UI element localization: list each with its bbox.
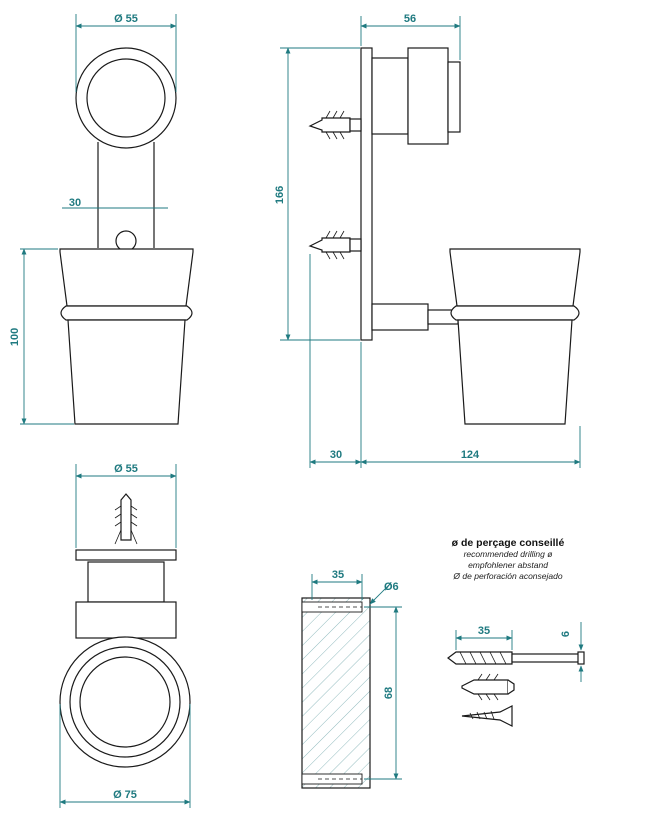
top-view-cup-inner xyxy=(79,656,171,748)
dim-height: 166 xyxy=(274,186,286,204)
wall-plug-lower xyxy=(308,230,362,260)
wall-plug-upper xyxy=(308,110,362,140)
side-cup-lower xyxy=(457,319,573,425)
top-view-plug xyxy=(114,493,138,545)
dim-wall-offset: 30 xyxy=(330,449,342,461)
top-view-cup-outer xyxy=(59,636,191,768)
dim-hole-diameter: Ø6 xyxy=(384,581,399,593)
cup-upper xyxy=(59,248,194,307)
dim-cup-height: 100 xyxy=(9,328,21,346)
dim-hole-spacing: 68 xyxy=(383,687,395,699)
dim-ring-diameter: Ø 55 xyxy=(114,13,138,25)
wall-block xyxy=(301,597,371,789)
dim-arm-width: 30 xyxy=(69,197,81,209)
ring-inner xyxy=(86,58,166,138)
dim-projection: 56 xyxy=(404,13,416,25)
side-view-dims: 56 166 30 124 xyxy=(274,13,581,468)
drill-bit xyxy=(447,651,585,665)
cup-lower xyxy=(67,319,186,425)
dim-drill-diameter: 6 xyxy=(560,631,572,637)
side-cup-upper xyxy=(449,248,581,307)
cup-band xyxy=(60,305,193,321)
top-view-dims: Ø 55 Ø 75 xyxy=(59,463,191,808)
dim-hole-depth: 35 xyxy=(332,569,344,581)
drilling-line-es: Ø de perforación aconsejado xyxy=(452,571,562,581)
wall-plate xyxy=(360,47,373,341)
side-view xyxy=(308,47,581,425)
dim-plate-diameter: Ø 55 xyxy=(114,463,138,475)
screw-part xyxy=(461,705,513,727)
top-view-ring xyxy=(75,601,177,639)
fixing-screw xyxy=(115,230,137,252)
drilling-title: ø de perçage conseillé xyxy=(452,537,565,549)
ring-holder xyxy=(407,47,449,145)
cup-arm xyxy=(371,303,429,331)
wall-section-dims: 35 Ø6 68 xyxy=(311,569,402,780)
front-view xyxy=(59,47,194,425)
drilling-line-de: empfohlener abstand xyxy=(468,560,548,570)
dim-drill-length: 35 xyxy=(478,625,490,637)
drilling-note: ø de perçage conseillé recommended drill… xyxy=(452,537,565,581)
wall-section xyxy=(301,597,371,789)
top-view-plate xyxy=(75,549,177,561)
wall-plug-part xyxy=(461,673,515,701)
ring-outer xyxy=(75,47,177,149)
dim-depth: 124 xyxy=(461,449,480,461)
dim-cup-diameter: Ø 75 xyxy=(113,789,137,801)
top-view-neck xyxy=(87,561,165,603)
drilling-line-en: recommended drilling ø xyxy=(464,549,553,559)
top-view xyxy=(59,493,191,768)
front-view-dims: Ø 55 30 100 xyxy=(9,13,177,425)
drill-dims: 35 6 xyxy=(455,622,584,682)
